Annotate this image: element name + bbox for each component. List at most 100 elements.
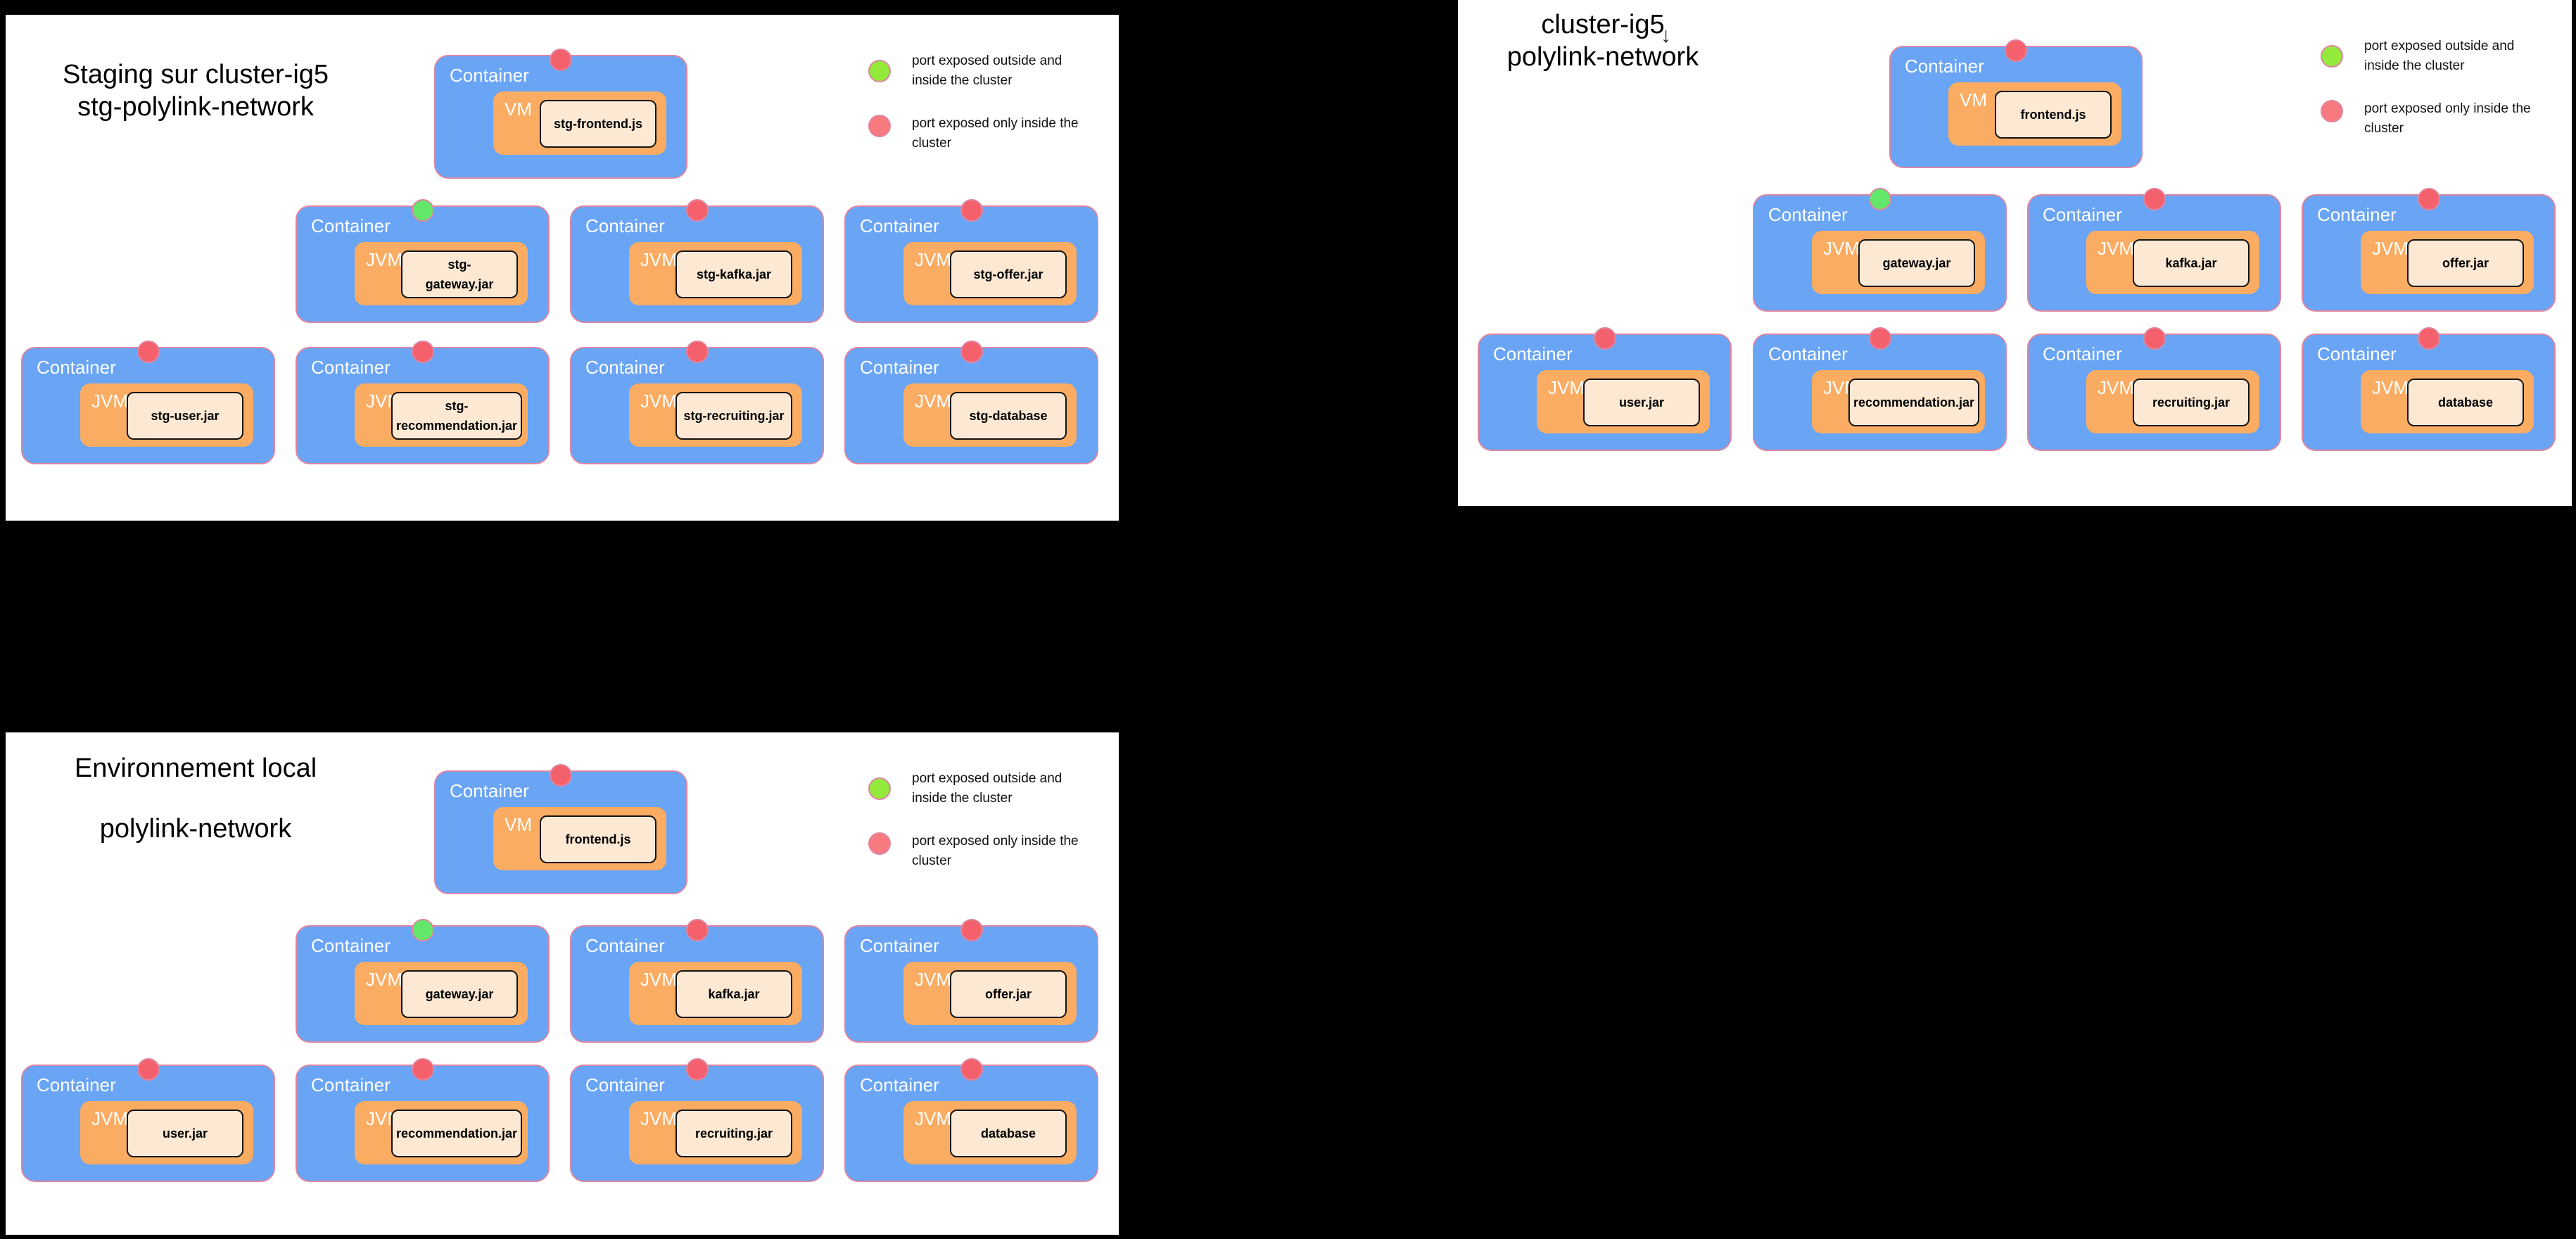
port-dot-green[interactable] bbox=[411, 919, 434, 941]
port-dot-red[interactable] bbox=[685, 341, 709, 363]
app-box-frontend[interactable]: frontend.js bbox=[540, 815, 656, 863]
app-box-frontend[interactable]: frontend.js bbox=[1995, 91, 2112, 139]
app-box-recruiting[interactable]: recruiting.jar bbox=[675, 1110, 792, 1157]
port-dot-red[interactable] bbox=[960, 341, 983, 363]
port-dot-red[interactable] bbox=[137, 341, 160, 363]
app-box-recommendation[interactable]: stg-recommendation.jar bbox=[391, 392, 522, 440]
port-dot-red[interactable] bbox=[550, 49, 572, 71]
port-dot-red[interactable] bbox=[960, 919, 983, 941]
port-dot-red[interactable] bbox=[550, 764, 572, 787]
app-box-offer[interactable]: offer.jar bbox=[950, 970, 1067, 1018]
app-box-kafka[interactable]: stg-kafka.jar bbox=[675, 250, 792, 298]
port-dot-red[interactable] bbox=[685, 919, 709, 941]
app-box-frontend[interactable]: stg-frontend.js bbox=[540, 100, 656, 148]
app-box-recommendation[interactable]: recommendation.jar bbox=[1848, 379, 1979, 426]
port-dot-red[interactable] bbox=[960, 199, 983, 222]
app-box-gateway[interactable]: stg-gateway.jar bbox=[401, 250, 518, 298]
port-dot-red[interactable] bbox=[2143, 188, 2166, 210]
app-box-recruiting[interactable]: recruiting.jar bbox=[2133, 379, 2250, 426]
app-box-kafka[interactable]: kafka.jar bbox=[675, 970, 792, 1018]
port-dot-red[interactable] bbox=[2417, 327, 2440, 350]
app-box-kafka[interactable]: kafka.jar bbox=[2133, 239, 2250, 287]
port-dot-red[interactable] bbox=[137, 1058, 160, 1081]
app-box-user[interactable]: user.jar bbox=[1583, 379, 1700, 426]
legend-red-dot[interactable] bbox=[868, 832, 891, 855]
app-box-recommendation[interactable]: recommendation.jar bbox=[391, 1110, 522, 1157]
port-dot-green[interactable] bbox=[1868, 188, 1891, 210]
port-dot-red[interactable] bbox=[411, 341, 434, 363]
legend-green-dot[interactable] bbox=[868, 777, 891, 800]
app-box-gateway[interactable]: gateway.jar bbox=[1858, 239, 1975, 287]
app-box-database[interactable]: stg-database bbox=[950, 392, 1067, 440]
port-dot-red[interactable] bbox=[1593, 327, 1616, 350]
app-box-database[interactable]: database bbox=[950, 1110, 1067, 1157]
app-box-database[interactable]: database bbox=[2407, 379, 2524, 426]
port-dot-green[interactable] bbox=[411, 199, 434, 222]
legend-red-dot[interactable] bbox=[2321, 100, 2343, 122]
port-dot-red[interactable] bbox=[2417, 188, 2440, 210]
panel-title[interactable]: Environnement local bbox=[20, 752, 372, 784]
app-box-offer[interactable]: stg-offer.jar bbox=[950, 250, 1067, 298]
port-dot-red[interactable] bbox=[1868, 327, 1891, 350]
panel-title[interactable]: polylink-network bbox=[20, 813, 372, 845]
legend-green-dot[interactable] bbox=[868, 60, 891, 82]
legend-red-dot[interactable] bbox=[868, 115, 891, 137]
port-dot-red[interactable] bbox=[2005, 39, 2027, 62]
app-box-gateway[interactable]: gateway.jar bbox=[401, 970, 518, 1018]
app-box-recruiting[interactable]: stg-recruiting.jar bbox=[675, 392, 792, 440]
port-dot-red[interactable] bbox=[411, 1058, 434, 1081]
port-dot-red[interactable] bbox=[685, 1058, 709, 1081]
legend-green-dot[interactable] bbox=[2321, 45, 2343, 68]
port-dot-red[interactable] bbox=[960, 1058, 983, 1081]
app-box-user[interactable]: user.jar bbox=[127, 1110, 243, 1157]
